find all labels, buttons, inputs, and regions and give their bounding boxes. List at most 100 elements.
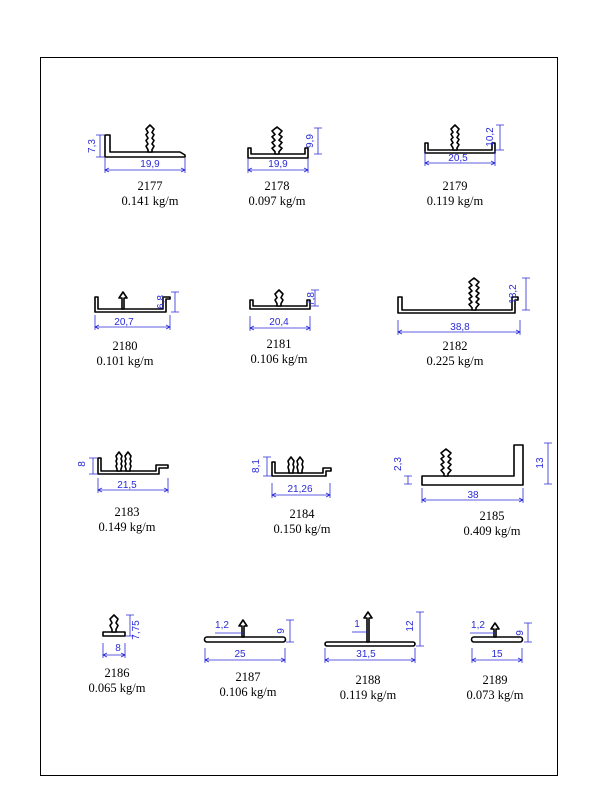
profile-body bbox=[203, 636, 287, 643]
profile-body bbox=[94, 296, 171, 313]
dimension-line bbox=[94, 315, 171, 330]
profile-weight: 0.065 kg/m bbox=[89, 681, 146, 695]
profile-body bbox=[97, 457, 169, 475]
profile-body bbox=[324, 641, 416, 647]
profile-code: 2177 bbox=[138, 179, 163, 193]
profile-stem bbox=[118, 291, 128, 310]
dimension-label: 38,8 bbox=[450, 322, 470, 333]
dimension-lines bbox=[89, 124, 552, 663]
profile-weight: 0.119 kg/m bbox=[340, 688, 397, 702]
profile-2181 bbox=[249, 289, 311, 310]
dimension-label: 10,2 bbox=[485, 127, 496, 147]
profile-2187 bbox=[203, 619, 287, 643]
profile-stem bbox=[109, 614, 119, 633]
profile-stem bbox=[271, 126, 283, 155]
page-border bbox=[40, 57, 558, 776]
dimension-label: 25 bbox=[234, 649, 246, 660]
dimension-line bbox=[522, 277, 530, 311]
dimension-label: 9 bbox=[515, 630, 526, 636]
dimension-label: 8,1 bbox=[251, 459, 262, 473]
dimension-label: 31,5 bbox=[356, 649, 376, 660]
profile-stem bbox=[490, 622, 500, 638]
dimension-labels: 19,97,319,99,920,510,220,76,820,47,838,8… bbox=[77, 127, 546, 660]
dimension-label: 1,2 bbox=[215, 620, 229, 631]
profile-weight: 0.409 kg/m bbox=[464, 524, 521, 538]
profile-2188 bbox=[324, 611, 416, 647]
profile-2177 bbox=[104, 124, 186, 158]
dimension-label: 1 bbox=[354, 619, 360, 630]
profile-code: 2182 bbox=[443, 339, 468, 353]
dimension-label: 15 bbox=[491, 649, 503, 660]
profile-body bbox=[102, 631, 126, 637]
profile-code: 2181 bbox=[267, 337, 292, 351]
profile-code: 2180 bbox=[113, 339, 138, 353]
dimension-line bbox=[397, 320, 521, 335]
dimension-line bbox=[311, 289, 319, 307]
profile-weight: 0.097 kg/m bbox=[249, 194, 306, 208]
dimension-label: 1,2 bbox=[471, 620, 485, 631]
profile-code: 2179 bbox=[443, 179, 468, 193]
dimension-label: 20,5 bbox=[448, 153, 468, 164]
dimension-label: 9 bbox=[276, 628, 287, 634]
dimension-label: 7,8 bbox=[306, 292, 317, 306]
dimension-line bbox=[171, 291, 179, 313]
profile-code: 2189 bbox=[483, 673, 508, 687]
dimension-line bbox=[416, 611, 424, 647]
dimension-line bbox=[247, 158, 309, 173]
profile-2179 bbox=[424, 124, 496, 154]
dimension-line bbox=[249, 316, 311, 331]
dimension-label: 19,9 bbox=[140, 159, 160, 170]
dimension-label: 13,2 bbox=[508, 284, 519, 304]
dimension-label: 8 bbox=[77, 461, 88, 467]
dimension-label: 9,9 bbox=[305, 134, 316, 148]
dimension-line bbox=[96, 134, 104, 158]
profile-2183 bbox=[97, 451, 169, 475]
profile-2182 bbox=[397, 277, 519, 314]
dimension-label: 38 bbox=[467, 490, 479, 501]
profile-stem bbox=[115, 451, 132, 472]
profile-code: 2183 bbox=[115, 505, 140, 519]
profile-body bbox=[247, 147, 309, 159]
dimension-label: 19,9 bbox=[268, 159, 288, 170]
profile-stem bbox=[363, 611, 373, 643]
profile-2180 bbox=[94, 291, 171, 313]
dimension-line bbox=[126, 614, 134, 637]
profile-2178 bbox=[247, 126, 309, 159]
dimension-line bbox=[496, 124, 504, 151]
dimension-label: 8 bbox=[115, 643, 121, 654]
profile-stem bbox=[468, 277, 480, 311]
profile-stem bbox=[274, 289, 284, 307]
dimension-label: 20,7 bbox=[114, 317, 134, 328]
profile-2185 bbox=[421, 444, 524, 486]
dimension-label: 12 bbox=[405, 620, 416, 632]
profile-weight: 0.141 kg/m bbox=[122, 194, 179, 208]
dimension-line bbox=[421, 488, 524, 503]
profile-weight: 0.106 kg/m bbox=[220, 685, 277, 699]
dimension-label: 13 bbox=[535, 457, 546, 469]
dimension-label: 21,26 bbox=[287, 484, 312, 495]
dimension-line bbox=[97, 478, 169, 493]
profile-weight: 0.149 kg/m bbox=[99, 520, 156, 534]
profile-code: 2184 bbox=[290, 507, 316, 521]
dimension-line bbox=[102, 643, 126, 658]
profile-2184 bbox=[271, 456, 332, 477]
profile-stem bbox=[440, 448, 452, 477]
profile-body bbox=[424, 142, 496, 154]
dimension-line bbox=[471, 648, 523, 663]
profile-stem bbox=[238, 619, 248, 638]
dimension-line bbox=[89, 457, 97, 475]
profile-weight: 0.119 kg/m bbox=[427, 194, 484, 208]
profile-body bbox=[470, 636, 524, 643]
dimension-label: 21,5 bbox=[117, 480, 137, 491]
profile-code: 2185 bbox=[480, 509, 505, 523]
profile-code: 2188 bbox=[356, 673, 381, 687]
dimension-line bbox=[263, 456, 271, 477]
dimension-label: 7,3 bbox=[87, 139, 98, 153]
profile-code: 2178 bbox=[265, 179, 290, 193]
profile-weight: 0.150 kg/m bbox=[274, 522, 331, 536]
dimension-line bbox=[404, 475, 412, 485]
dimension-label: 6,8 bbox=[156, 295, 167, 309]
profile-weight: 0.073 kg/m bbox=[467, 688, 524, 702]
